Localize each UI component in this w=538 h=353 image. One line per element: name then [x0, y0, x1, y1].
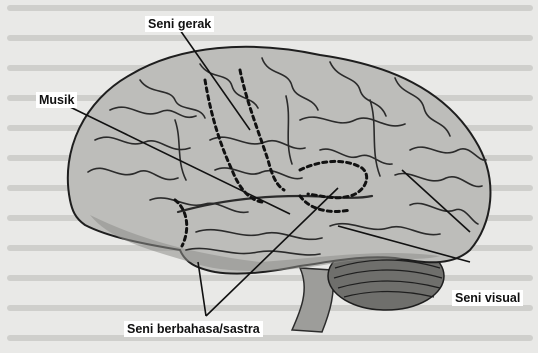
label-seni-visual: Seni visual: [452, 290, 523, 306]
label-musik: Musik: [36, 92, 77, 108]
label-seni-berbahasa-sastra: Seni berbahasa/sastra: [124, 321, 263, 337]
label-seni-gerak: Seni gerak: [145, 16, 214, 32]
